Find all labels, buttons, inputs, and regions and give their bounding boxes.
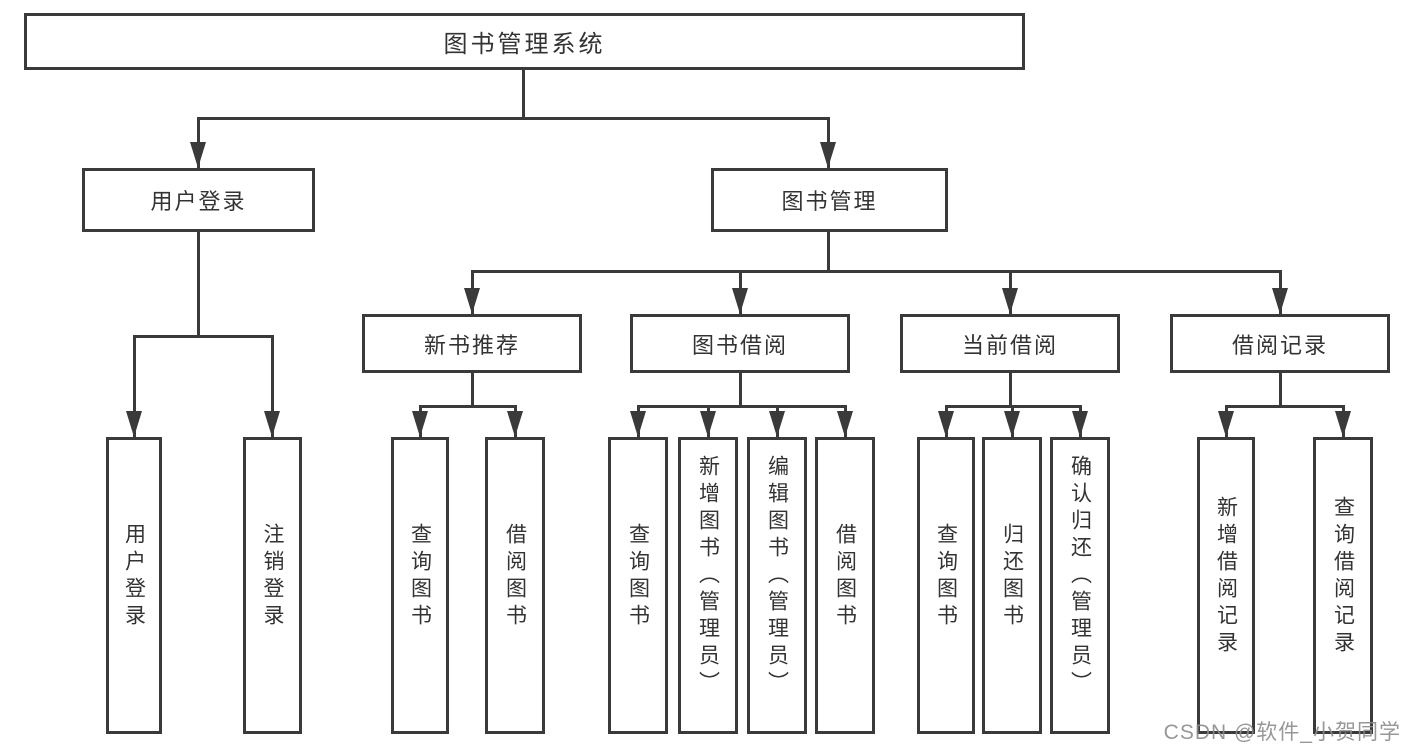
watermark: CSDN @软件_小贺同学 (1163, 721, 1401, 744)
leaf-query-borrow-record-label: 查询借阅记录 (1331, 495, 1355, 658)
leaf-borrow-books-2: 借阅图书 (815, 437, 875, 734)
leaf-query-borrow-record: 查询借阅记录 (1313, 437, 1373, 734)
leaf-add-book-admin-label: 新增图书（管理员） (696, 455, 720, 698)
arrowhead-leaf-logout (264, 411, 280, 437)
leaf-return-books-label: 归还图书 (1000, 522, 1024, 631)
connector-book-borrow-stem (739, 373, 742, 406)
arrowhead-leaf-user-login (126, 411, 142, 437)
node-borrow-records: 借阅记录 (1170, 314, 1390, 373)
node-book-management-label: 图书管理 (781, 189, 878, 214)
node-new-book-recommend: 新书推荐 (362, 314, 582, 373)
leaf-query-books-3: 查询图书 (917, 437, 975, 734)
leaf-confirm-return-admin-label: 确认归还（管理员） (1068, 455, 1092, 698)
arrowhead-query-books-3 (938, 411, 954, 437)
connector-current-borrow-stem (1009, 373, 1012, 406)
arrowhead-add-borrow-record (1218, 411, 1234, 437)
leaf-borrow-books-1: 借阅图书 (485, 437, 545, 734)
arrowhead-current-borrow (1002, 288, 1018, 314)
arrowhead-add-book (700, 411, 716, 437)
arrowhead-confirm-return (1072, 411, 1088, 437)
leaf-logout-label: 注销登录 (261, 522, 284, 631)
connector-to-leaf-logout (271, 336, 274, 437)
arrowhead-edit-book (769, 411, 785, 437)
connector-user-login-bar (133, 335, 274, 338)
node-root-label: 图书管理系统 (443, 31, 606, 58)
leaf-add-borrow-record: 新增借阅记录 (1197, 437, 1255, 734)
connector-borrow-records-bar (1225, 405, 1345, 408)
connector-new-book-bar (419, 405, 517, 408)
connector-book-management-stem (827, 232, 830, 271)
node-book-borrow: 图书借阅 (630, 314, 850, 373)
arrowhead-borrow-books-1 (507, 411, 523, 437)
node-user-login-label: 用户登录 (150, 189, 247, 214)
leaf-query-books-2: 查询图书 (608, 437, 668, 734)
leaf-edit-book-admin-label: 编辑图书（管理员） (765, 455, 789, 698)
node-new-book-recommend-label: 新书推荐 (423, 332, 520, 358)
node-root: 图书管理系统 (24, 13, 1025, 70)
node-borrow-records-label: 借阅记录 (1231, 332, 1328, 358)
leaf-user-login: 用户登录 (106, 437, 162, 734)
node-user-login: 用户登录 (82, 168, 315, 232)
arrowhead-query-books-1 (412, 411, 428, 437)
leaf-edit-book-admin: 编辑图书（管理员） (747, 437, 807, 734)
arrowhead-book-borrow (732, 288, 748, 314)
arrowhead-borrow-records (1272, 288, 1288, 314)
node-current-borrow-label: 当前借阅 (961, 332, 1058, 358)
leaf-add-borrow-record-label: 新增借阅记录 (1214, 495, 1238, 658)
leaf-query-books-2-label: 查询图书 (626, 522, 650, 631)
connector-new-book-stem (471, 373, 474, 406)
leaf-query-books-1-label: 查询图书 (408, 522, 432, 631)
connector-root-stem (522, 70, 525, 118)
connector-level3-bar (471, 270, 1282, 273)
connector-user-login-stem (197, 232, 200, 336)
connector-book-borrow-bar (637, 405, 847, 408)
connector-borrow-records-stem (1279, 373, 1282, 406)
leaf-user-login-label: 用户登录 (122, 522, 146, 631)
leaf-borrow-books-2-label: 借阅图书 (833, 522, 857, 631)
connector-level2-bar (197, 117, 830, 120)
arrowhead-borrow-books-2 (837, 411, 853, 437)
leaf-logout: 注销登录 (243, 437, 302, 734)
arrowhead-book-management (820, 142, 836, 168)
leaf-borrow-books-1-label: 借阅图书 (503, 522, 527, 631)
arrowhead-new-book (464, 288, 480, 314)
node-book-borrow-label: 图书借阅 (691, 332, 788, 358)
leaf-return-books: 归还图书 (982, 437, 1042, 734)
arrowhead-query-books-2 (630, 411, 646, 437)
leaf-query-books-3-label: 查询图书 (934, 522, 958, 631)
arrowhead-user-login (190, 142, 206, 168)
arrowhead-return-books (1004, 411, 1020, 437)
node-book-management: 图书管理 (711, 168, 948, 232)
leaf-add-book-admin: 新增图书（管理员） (678, 437, 738, 734)
connector-to-leaf-user-login (133, 336, 136, 437)
node-current-borrow: 当前借阅 (900, 314, 1120, 373)
leaf-confirm-return-admin: 确认归还（管理员） (1050, 437, 1110, 734)
leaf-query-books-1: 查询图书 (391, 437, 449, 734)
arrowhead-query-borrow-record (1335, 411, 1351, 437)
